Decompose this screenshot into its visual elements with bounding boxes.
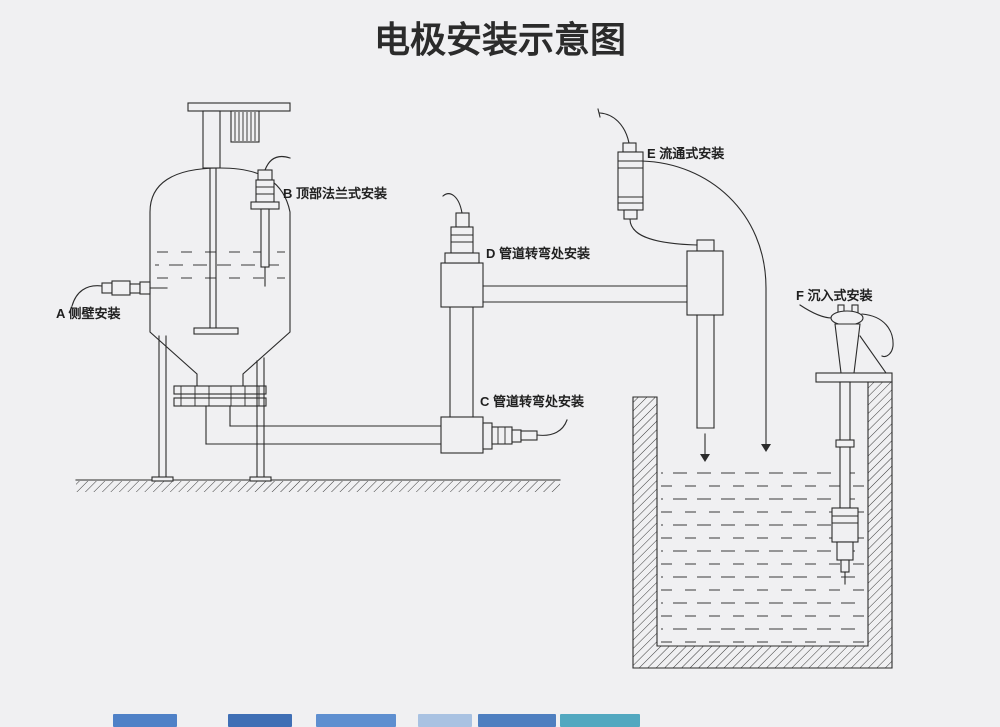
bottom-pipe — [205, 405, 442, 445]
electrode-a-sidewall — [71, 280, 168, 307]
mount-body — [834, 323, 861, 374]
flow-cell-e — [597, 108, 771, 452]
tube-coupling — [835, 439, 855, 448]
vessel-legs — [151, 335, 272, 482]
down-arrow-icon — [700, 454, 710, 462]
mount-cap — [830, 310, 864, 326]
top-elbow-fitting — [440, 262, 484, 308]
ground — [75, 479, 561, 492]
label-c: C 管道转弯处安装 — [480, 394, 584, 409]
label-d: D 管道转弯处安装 — [486, 246, 590, 261]
electrode-d-pipe-bend — [442, 193, 480, 264]
agitator-motor — [230, 110, 260, 143]
thumbnail[interactable] — [560, 714, 640, 727]
immersion-assembly-f — [799, 304, 894, 585]
bottom-tee-fitting — [440, 416, 484, 454]
open-tank — [632, 381, 893, 669]
tee-junction-downpipe — [686, 239, 724, 462]
reactor-vessel — [149, 102, 291, 482]
shaft-column — [202, 110, 221, 169]
top-mount-plate — [187, 102, 291, 112]
electrode-c-pipe-bend — [482, 419, 568, 450]
mount-plate — [815, 372, 893, 383]
thumbnail[interactable] — [316, 714, 396, 727]
thumbnail[interactable] — [113, 714, 177, 727]
bottom-flange — [173, 385, 267, 407]
label-f: F 沉入式安装 — [796, 288, 873, 303]
cell-outlet-tube — [629, 218, 698, 246]
labels: A 侧壁安装 B 顶部法兰式安装 C 管道转弯处安装 D 管道转弯处安装 E 流… — [56, 146, 873, 409]
tank-liquid-level — [661, 463, 865, 643]
thumbnail[interactable] — [228, 714, 292, 727]
label-a: A 侧壁安装 — [56, 306, 121, 321]
agitator-paddle — [193, 327, 239, 335]
cell-return-tube — [641, 160, 767, 445]
riser-pipe — [440, 262, 688, 454]
down-arrow-icon — [761, 444, 771, 452]
page-title: 电极安装示意图 — [374, 19, 626, 60]
cable — [861, 313, 894, 358]
thumbnail[interactable] — [478, 714, 556, 727]
label-e: E 流通式安装 — [647, 146, 724, 161]
thumbnail[interactable] — [418, 714, 472, 727]
electrode-b-top-flange — [250, 155, 291, 287]
label-b: B 顶部法兰式安装 — [283, 186, 387, 201]
agitator-shaft — [193, 167, 239, 335]
electrode-body — [831, 507, 859, 543]
tee-top-neck — [696, 239, 715, 252]
tee-body — [686, 250, 724, 316]
mount-brace — [859, 335, 887, 374]
